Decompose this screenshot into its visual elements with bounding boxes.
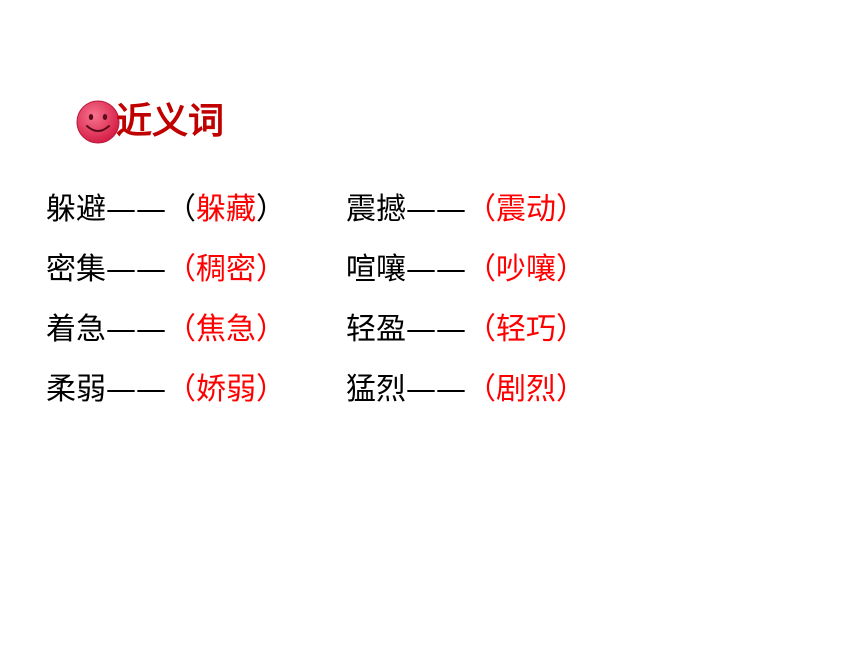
open-paren: （ bbox=[166, 372, 196, 407]
open-paren: （ bbox=[166, 192, 196, 227]
synonym-pair: 密集——（稠密） bbox=[46, 250, 286, 290]
synonym-pair: 震撼——（震动） bbox=[346, 190, 586, 230]
synonym-pair: 躲避——（躲藏） bbox=[46, 190, 286, 230]
synonym-pair: 着急——（焦急） bbox=[46, 310, 286, 350]
close-paren: ） bbox=[556, 312, 586, 347]
open-paren: （ bbox=[466, 312, 496, 347]
close-paren: ） bbox=[256, 312, 286, 347]
synonym-word: 轻盈 bbox=[346, 312, 406, 347]
synonym-word: 猛烈 bbox=[346, 372, 406, 407]
open-paren: （ bbox=[166, 252, 196, 287]
synonym-answer: 轻巧 bbox=[496, 312, 556, 347]
synonym-word: 躲避 bbox=[46, 192, 106, 227]
dash-separator: —— bbox=[406, 252, 466, 287]
synonym-word: 密集 bbox=[46, 252, 106, 287]
dash-separator: —— bbox=[106, 252, 166, 287]
synonym-answer: 震动 bbox=[496, 192, 556, 227]
dash-separator: —— bbox=[106, 192, 166, 227]
synonym-answer: 娇弱 bbox=[196, 372, 256, 407]
open-paren: （ bbox=[466, 372, 496, 407]
close-paren: ） bbox=[256, 192, 286, 227]
synonym-word: 喧嚷 bbox=[346, 252, 406, 287]
synonym-answer: 稠密 bbox=[196, 252, 256, 287]
synonym-word: 着急 bbox=[46, 312, 106, 347]
synonym-answer: 吵嚷 bbox=[496, 252, 556, 287]
open-paren: （ bbox=[466, 192, 496, 227]
synonym-answer: 躲藏 bbox=[196, 192, 256, 227]
dash-separator: —— bbox=[106, 372, 166, 407]
close-paren: ） bbox=[556, 372, 586, 407]
synonym-word: 震撼 bbox=[346, 192, 406, 227]
close-paren: ） bbox=[256, 252, 286, 287]
dash-separator: —— bbox=[106, 312, 166, 347]
page-title: 近义词 bbox=[116, 101, 225, 142]
open-paren: （ bbox=[166, 312, 196, 347]
title-row: 近义词 bbox=[76, 98, 276, 146]
synonym-pair: 猛烈——（剧烈） bbox=[346, 370, 586, 410]
open-paren: （ bbox=[466, 252, 496, 287]
synonym-word: 柔弱 bbox=[46, 372, 106, 407]
dash-separator: —— bbox=[406, 372, 466, 407]
dash-separator: —— bbox=[406, 312, 466, 347]
synonym-pair: 喧嚷——（吵嚷） bbox=[346, 250, 586, 290]
synonym-pair: 柔弱——（娇弱） bbox=[46, 370, 286, 410]
dash-separator: —— bbox=[406, 192, 466, 227]
smiley-face-icon bbox=[76, 100, 120, 144]
close-paren: ） bbox=[256, 372, 286, 407]
close-paren: ） bbox=[556, 192, 586, 227]
close-paren: ） bbox=[556, 252, 586, 287]
synonym-answer: 焦急 bbox=[196, 312, 256, 347]
synonym-pair: 轻盈——（轻巧） bbox=[346, 310, 586, 350]
synonym-answer: 剧烈 bbox=[496, 372, 556, 407]
